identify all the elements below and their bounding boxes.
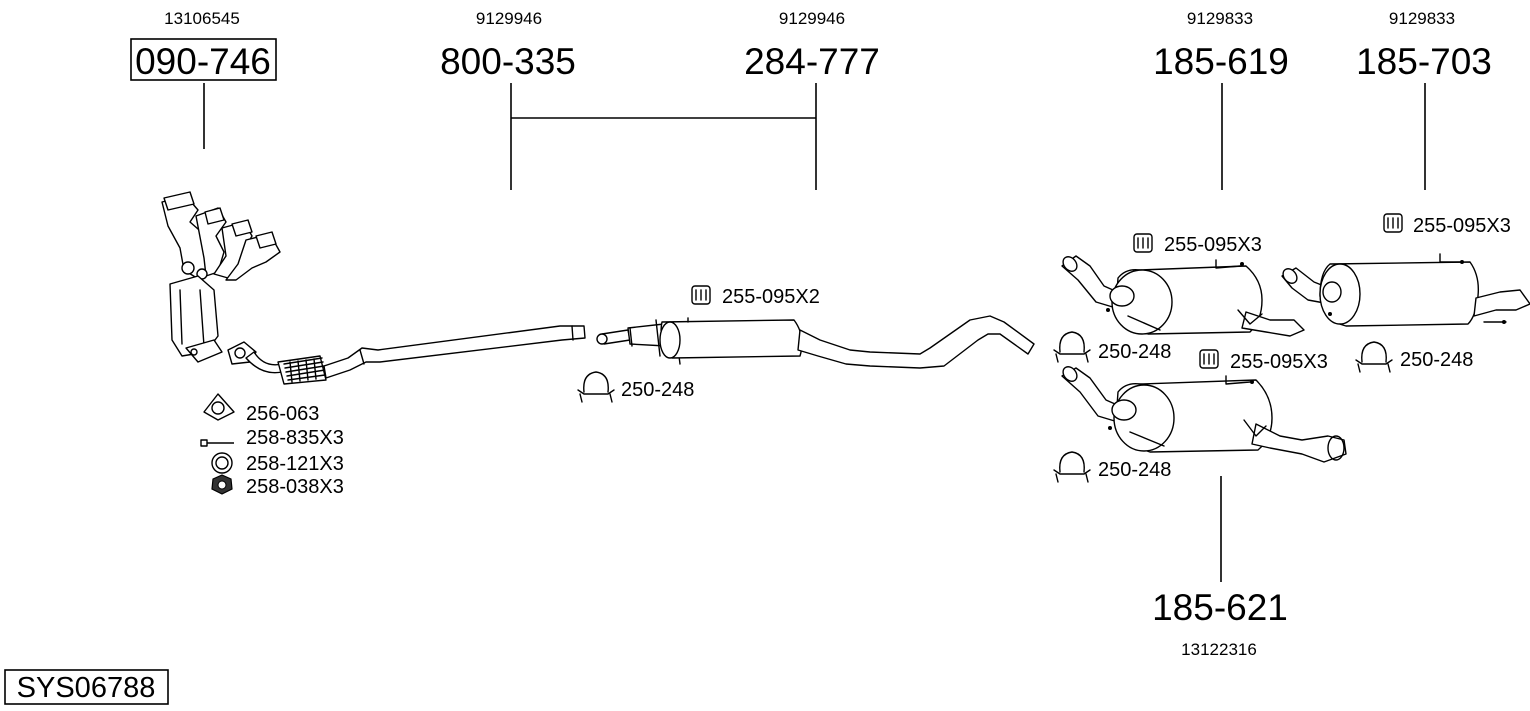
- oe-number-rear-silencer-c: 13122316: [1181, 640, 1257, 659]
- rubber-mount-icon: [691, 285, 711, 305]
- accessory-clamp-rear-c-label[interactable]: 250-248: [1098, 459, 1171, 481]
- accessory-clamp-rear-b-label[interactable]: 250-248: [1400, 349, 1473, 371]
- rubber-mount-icon: [1133, 233, 1153, 253]
- accessory-rubber-rear-a-label[interactable]: 255-095X3: [1164, 234, 1262, 256]
- oe-number-center-silencer: 9129946: [779, 9, 845, 28]
- center-silencer-drawing[interactable]: [596, 315, 1035, 369]
- part-number-rear-silencer-b[interactable]: 185-703: [1356, 41, 1492, 82]
- exhaust-manifold-drawing[interactable]: [161, 191, 281, 363]
- accessory-rubber-rear-b-label[interactable]: 255-095X3: [1413, 215, 1511, 237]
- rubber-mount-icon: [1383, 213, 1403, 233]
- system-id-box: [4, 669, 169, 705]
- front-pipe-drawing[interactable]: [227, 325, 586, 385]
- ring-icon: [211, 452, 233, 474]
- oe-number-manifold: 13106545: [164, 9, 240, 28]
- part-number-rear-silencer-c[interactable]: 185-621: [1152, 587, 1288, 628]
- system-id: SYS06788: [17, 672, 156, 704]
- oe-number-rear-silencer-b: 9129833: [1389, 9, 1455, 28]
- oe-number-rear-silencer-a: 9129833: [1187, 9, 1253, 28]
- accessory-clamp-center-label[interactable]: 250-248: [621, 379, 694, 401]
- accessory-bolt-label[interactable]: 258-835X3: [246, 427, 344, 449]
- part-number-front-pipe[interactable]: 800-335: [440, 41, 576, 82]
- accessory-rubber-center-label[interactable]: 255-095X2: [722, 286, 820, 308]
- accessory-clamp-rear-a-label[interactable]: 250-248: [1098, 341, 1171, 363]
- rear-silencer-b-drawing[interactable]: [1280, 253, 1530, 327]
- accessory-rubber-rear-c-label[interactable]: 255-095X3: [1230, 351, 1328, 373]
- gasket-icon: [203, 393, 235, 421]
- bolt-icon: [200, 439, 234, 447]
- accessory-gasket-label[interactable]: 256-063: [246, 403, 319, 425]
- part-number-rear-silencer-a[interactable]: 185-619: [1153, 41, 1289, 82]
- part-number-center-silencer[interactable]: 284-777: [744, 41, 880, 82]
- clamp-icon: [1053, 451, 1091, 483]
- rear-silencer-a-drawing[interactable]: [1060, 254, 1305, 337]
- clamp-icon: [1355, 341, 1393, 373]
- nut-icon: [211, 474, 233, 495]
- accessory-ring-label[interactable]: 258-121X3: [246, 453, 344, 475]
- clamp-icon: [577, 371, 615, 403]
- part-number-highlight-box: [130, 38, 277, 81]
- rubber-mount-icon: [1199, 349, 1219, 369]
- rear-silencer-c-drawing[interactable]: [1060, 364, 1347, 463]
- clamp-icon: [1053, 331, 1091, 363]
- oe-number-front-pipe: 9129946: [476, 9, 542, 28]
- accessory-nut-label[interactable]: 258-038X3: [246, 476, 344, 498]
- part-number-manifold[interactable]: 090-746: [135, 41, 271, 82]
